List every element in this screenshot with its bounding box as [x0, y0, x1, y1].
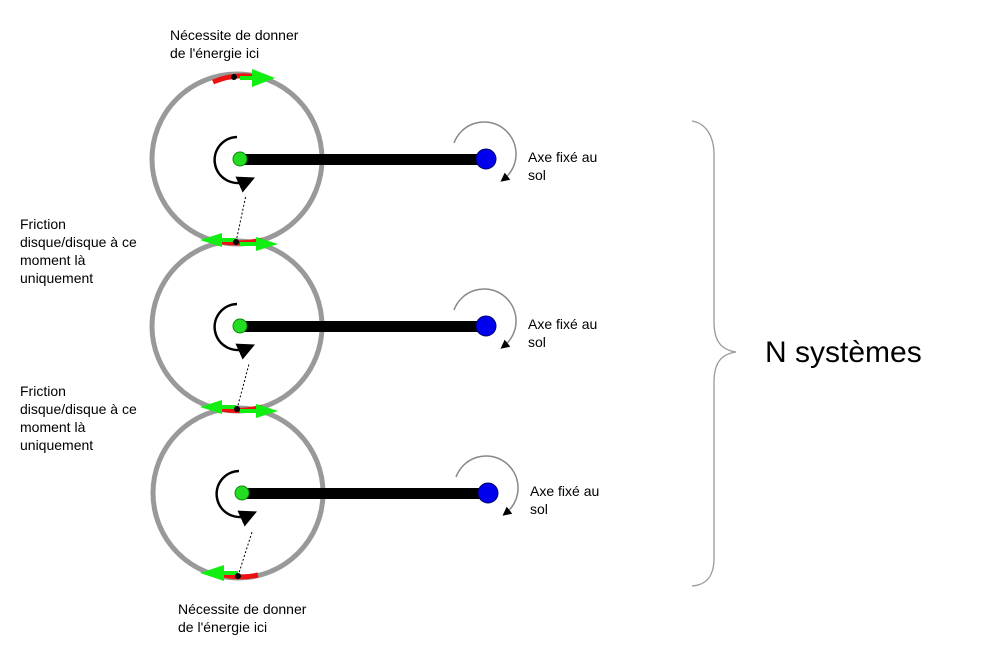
- axis-rotation-arrow-icon: [453, 288, 517, 349]
- curly-brace: [691, 120, 737, 587]
- green-arrow-icon: [256, 237, 278, 251]
- fixed-axis: [477, 482, 499, 504]
- contact-radius-line: [236, 363, 250, 410]
- green-arrow-icon: [256, 404, 278, 418]
- green-arrow-icon: [200, 565, 224, 581]
- friction-label-2: Friction disque/disque à ce moment là un…: [20, 383, 141, 453]
- axis-rotation-arrow-icon: [453, 121, 517, 182]
- contact-point: [231, 74, 237, 80]
- fixed-axis: [475, 148, 497, 170]
- rotation-arrow-icon: [215, 469, 257, 527]
- arm: [240, 321, 486, 332]
- contact-radius-line: [235, 194, 247, 243]
- axis-rotation-arrow-icon: [455, 455, 519, 516]
- bottom-energy-label: Nécessite de donner de l'énergie ici: [178, 601, 310, 635]
- contact-radius-line: [237, 531, 253, 577]
- brace-label: N systèmes: [765, 336, 922, 369]
- arm: [240, 154, 486, 165]
- disc-pivot: [234, 485, 250, 501]
- green-arrow-icon: [200, 233, 222, 247]
- top-energy-label: Nécessite de donner de l'énergie ici: [170, 27, 302, 61]
- green-arrow-icon: [200, 400, 222, 414]
- fixed-axis: [475, 315, 497, 337]
- green-arrow-icon: [252, 69, 275, 87]
- contact-2-3: [200, 363, 278, 418]
- rotation-arrow-icon: [213, 302, 255, 360]
- rotation-arrow-icon: [213, 135, 255, 193]
- disc-pivot: [232, 151, 248, 167]
- friction-label-1: Friction disque/disque à ce moment là un…: [20, 216, 141, 286]
- arm: [242, 488, 488, 499]
- bottom-energy-input: [200, 531, 259, 581]
- disc-pivot: [232, 318, 248, 334]
- contact-1-2: [200, 194, 278, 251]
- top-energy-input: [212, 69, 275, 87]
